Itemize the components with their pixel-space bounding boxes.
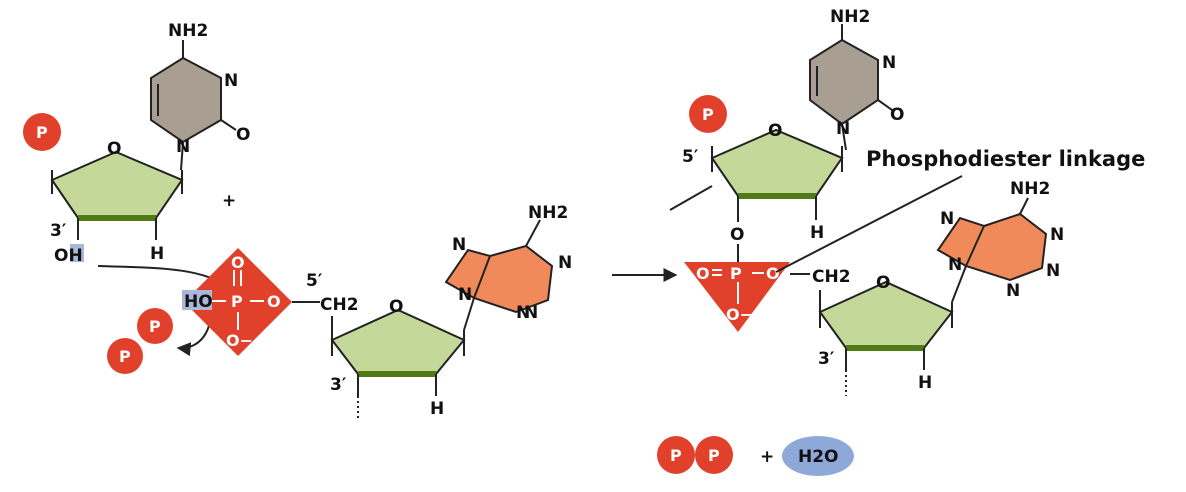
left-sugar-o: O: [107, 139, 121, 159]
left-phosphate-label: P: [36, 123, 48, 142]
left-a-sugar: [330, 308, 466, 375]
ho-highlight: [182, 290, 212, 310]
left-c-nh2: NH2: [168, 21, 208, 41]
left-a-c5-label: 5′: [306, 271, 323, 291]
left-adenine-n7: N: [452, 235, 466, 255]
phosphodiester-p: P: [730, 264, 742, 283]
left-oh: OH: [54, 246, 83, 266]
left-adenine-ring: [444, 244, 554, 314]
left-a-h: H: [430, 399, 444, 419]
linkage-leader-line: [775, 175, 963, 273]
product-p1-circle: [657, 436, 695, 474]
right-adenine-n-bottom: N: [1006, 281, 1020, 301]
right-phosphodiester: O P O O−: [684, 262, 790, 332]
right-sugar-o: O: [768, 121, 782, 141]
right-c-o-carbonyl: O: [890, 105, 904, 125]
products: P P + H2O: [657, 436, 854, 476]
triphosphate-o-bottom: O−: [226, 331, 253, 350]
triphosphate-p: P: [231, 292, 243, 311]
right-c-nh2: NH2: [830, 7, 870, 27]
left-cytidine: NH2 N O N O 3′ OH H P: [23, 21, 250, 266]
left-adenine-nh2: NH2: [528, 203, 568, 223]
right-adenine-n9: N: [948, 255, 962, 275]
left-a-c3-label: 3′: [330, 375, 347, 395]
oh-h-highlight: [70, 244, 84, 262]
triphosphate-o-top: O: [231, 253, 245, 272]
pyrophosphate-p2-circle: [107, 338, 143, 374]
right-c-n-ring: N: [882, 53, 896, 73]
left-adenine-n3: N: [524, 303, 538, 323]
left-a-ch2: CH2: [320, 295, 359, 315]
left-adenosine: 5′ CH2 O 3′ H NH2 N N N N N: [292, 203, 572, 420]
plus-sign: +: [222, 191, 236, 211]
phosphodiester-linkage-label: Phosphodiester linkage: [866, 147, 1145, 171]
right-a-sugar-o: O: [876, 273, 890, 293]
right-a-h: H: [918, 373, 932, 393]
cytosine-ring: [150, 56, 222, 144]
right-a-c3-label: 3′: [818, 349, 835, 369]
left-c-n-ring: N: [224, 71, 238, 91]
right-phosphate-label: P: [702, 105, 714, 124]
left-sugar: [50, 150, 184, 219]
triphosphate-o-link: O: [267, 292, 281, 311]
phosphodiester-o-double: O: [696, 264, 710, 283]
left-h: H: [150, 244, 164, 264]
right-adenine-n3: N: [1046, 261, 1060, 281]
right-a-ch2: CH2: [812, 267, 851, 287]
left-c-n-glyco: N: [176, 137, 190, 157]
right-c5-label: 5′: [682, 147, 699, 167]
water-ellipse: [782, 436, 854, 476]
product-p2-label: P: [708, 446, 720, 465]
product-p2-circle: [695, 436, 733, 474]
left-a-sugar-o: O: [389, 297, 403, 317]
right-adenine-nh2: NH2: [1010, 179, 1050, 199]
right-adenine-n7: N: [940, 209, 954, 229]
right-adenine-ring: [936, 212, 1048, 282]
left-c-o-carbonyl: O: [236, 125, 250, 145]
right-c-h: H: [810, 223, 824, 243]
left-adenine-n9: N: [458, 285, 472, 305]
right-cytosine-ring: [809, 38, 879, 126]
left-adenine-n-bottom: N: [516, 303, 530, 323]
right-o-bridge: O: [730, 225, 744, 245]
right-sugar: [710, 128, 844, 197]
right-a-sugar: [818, 280, 954, 349]
right-c-n-glyco: N: [836, 119, 850, 139]
left-c3-label: 3′: [50, 221, 67, 241]
right-adenine-n1: N: [1050, 225, 1064, 245]
triphosphate-diamond: [184, 248, 292, 356]
product-p1-label: P: [670, 446, 682, 465]
right-adenosine: CH2 O 3′ H NH2 N N N N N: [790, 179, 1064, 396]
phosphodiester-o-bottom: O−: [726, 305, 753, 324]
right-cytidine: NH2 N O N O 5′ H O P: [669, 7, 904, 262]
left-triphosphate: O P O O− HO: [182, 248, 292, 356]
left-phosphate-circle: [23, 113, 61, 151]
pyrophosphate-p2-label: P: [119, 347, 131, 366]
right-phosphate-circle: [689, 95, 727, 133]
water-label: H2O: [798, 447, 839, 467]
pyrophosphate-p1-circle: [137, 308, 173, 344]
pyrophosphate-p1-label: P: [149, 317, 161, 336]
triphosphate-ho: HO: [184, 292, 213, 312]
left-adenine-n1: N: [558, 253, 572, 273]
product-plus: +: [760, 447, 774, 467]
phosphodiester-o-link: O: [766, 264, 780, 283]
